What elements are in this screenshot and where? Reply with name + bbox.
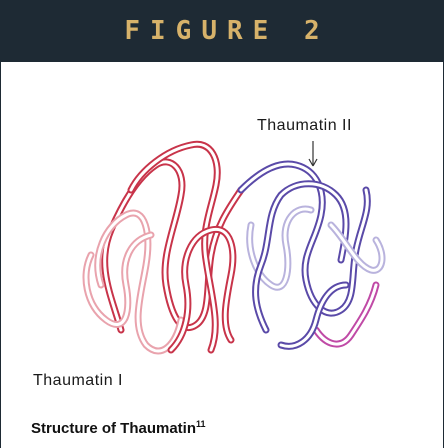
caption-text: Structure of Thaumatin [31,420,196,437]
figure-header: FIGURE 2 [1,0,443,62]
thaumatin-ii-arrow [309,141,317,166]
purple-strand-inner [256,184,346,330]
figure-title: FIGURE 2 [124,16,329,46]
thaumatin-i-label: Thaumatin I [33,372,123,390]
figure-caption: Structure of Thaumatin11 [31,420,206,437]
caption-reference: 11 [196,419,206,429]
thaumatin-i-strands [86,144,241,351]
thaumatin-ii-strands [241,164,382,346]
purple-strand [256,184,346,330]
thaumatin-ribbon-diagram [71,135,391,367]
thaumatin-ii-label: Thaumatin II [257,117,352,135]
